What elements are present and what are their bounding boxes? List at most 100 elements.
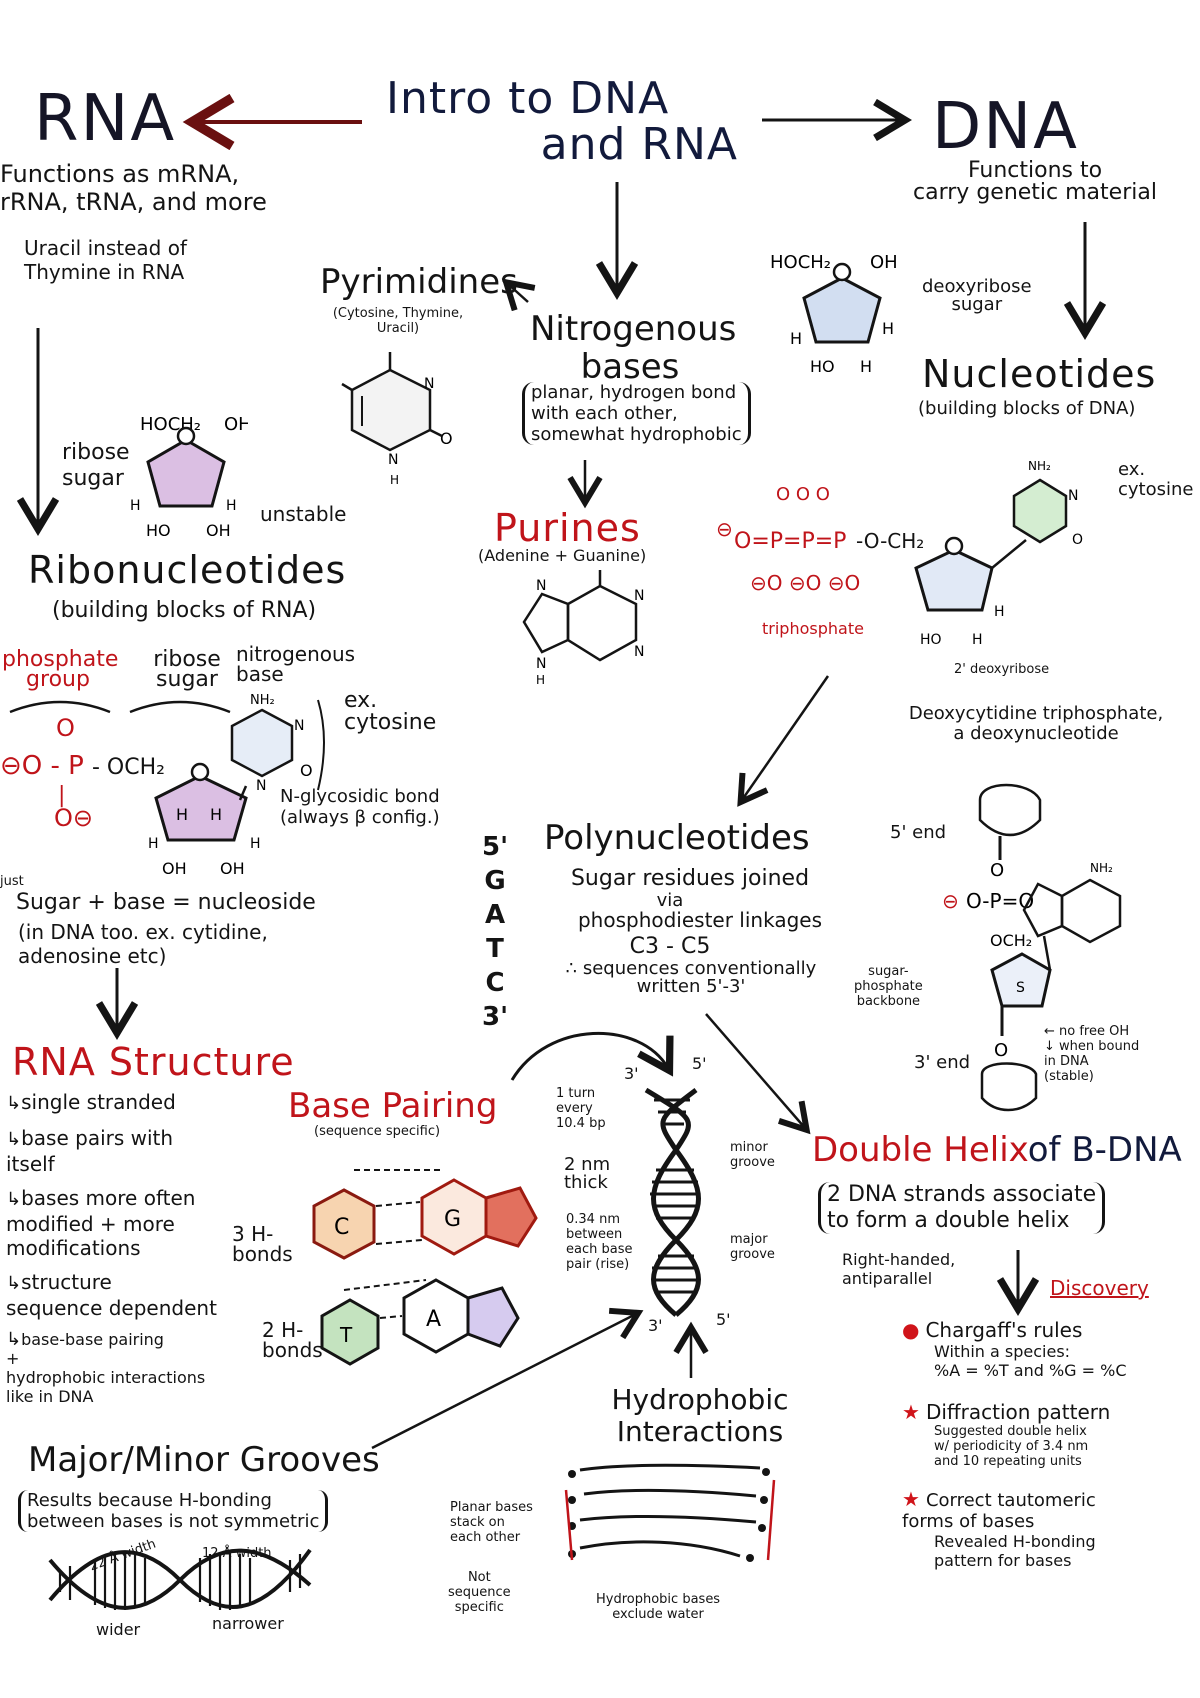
unstable-note: unstable <box>260 502 347 526</box>
nucleoside-note: (in DNA too. ex. cytidine, adenosine etc… <box>18 920 268 968</box>
discovery-label: Discovery <box>1050 1276 1149 1300</box>
svg-text:N: N <box>634 588 644 604</box>
purines-examples: (Adenine + Guanine) <box>478 546 647 565</box>
sequence-item: A <box>484 900 506 930</box>
discovery-title: Diffraction pattern <box>925 1400 1111 1424</box>
page-title-line1: Intro to DNA <box>386 73 670 124</box>
five-end-label: 5' end <box>890 822 947 843</box>
helix-end-top-left: 3' <box>624 1064 639 1083</box>
base-stacking-diagram <box>564 1463 776 1562</box>
ribonucleotides-subtitle: (building blocks of RNA) <box>52 598 317 623</box>
planar-stack-note: Planar bases stack on each other <box>450 1500 533 1545</box>
base-c: C <box>334 1215 349 1240</box>
svg-text:NH₂: NH₂ <box>250 693 275 708</box>
helix-end-top-right: 5' <box>692 1054 707 1073</box>
svg-text:N: N <box>536 656 546 672</box>
svg-text:⊖O - P: ⊖O - P <box>0 751 84 781</box>
svg-text:N: N <box>634 644 644 660</box>
nitrogenous-bases-heading: Nitrogenous bases <box>530 309 737 387</box>
purine-ring-diagram: N N N N H <box>522 570 644 687</box>
page-title-line2: and RNA <box>540 119 738 170</box>
ribose-ring-diagram: HOCH₂ OH H H HO OH <box>130 414 248 540</box>
deoxyribose-2prime-label: 2' deoxyribose <box>954 662 1050 677</box>
svg-text:H: H <box>790 329 802 348</box>
sequence-5to3: 5' G A T C 3' <box>482 830 508 1034</box>
svg-text:O: O <box>994 1040 1008 1061</box>
rna-structure-point: base-base pairing + hydrophobic interact… <box>6 1330 246 1406</box>
sugar-phosphate-backbone-diagram: O ⊖ O-P=O OCH₂ S O NH₂ <box>942 783 1122 1112</box>
nucleoside-rule: Sugar + base = nucleoside <box>16 890 316 915</box>
pyrimidines-examples: (Cytosine, Thymine, Uracil) <box>332 306 464 336</box>
svg-text:H: H <box>130 498 141 514</box>
svg-text:O: O <box>440 429 453 448</box>
svg-text:O: O <box>56 714 75 742</box>
dna-functions: Functions to carry genetic material <box>913 158 1157 205</box>
polynucleotides-line4: C3 - C5 <box>629 934 711 959</box>
nucleotides-heading: Nucleotides <box>922 352 1157 396</box>
svg-text:⊖: ⊖ <box>942 889 959 913</box>
base-g: G <box>444 1207 461 1232</box>
exclude-water-note: Hydrophobic bases exclude water <box>596 1592 721 1622</box>
svg-text:O: O <box>1072 532 1083 548</box>
triphosphate-label: triphosphate <box>762 619 864 638</box>
svg-text:OH: OH <box>220 859 245 878</box>
page-title: Intro to DNA and RNA <box>382 76 762 168</box>
svg-text:HO: HO <box>920 632 942 648</box>
gc-bonds-label: 3 H- bonds <box>232 1222 293 1266</box>
discovery-item: ●Chargaff's rules Within a species: %A =… <box>902 1318 1198 1380</box>
major-groove-label: major groove <box>730 1232 775 1262</box>
svg-text:O: O <box>990 860 1004 881</box>
helix-turn-fact: 1 turn every 10.4 bp <box>556 1086 606 1131</box>
double-helix-heading-navy: of B-DNA <box>1027 1130 1182 1170</box>
rna-structure-point: structure sequence dependent <box>6 1270 246 1320</box>
svg-text:NH₂: NH₂ <box>1090 861 1113 875</box>
bullet-icon: ● <box>902 1318 920 1342</box>
svg-text:-O-CH₂: -O-CH₂ <box>856 529 924 553</box>
ribonucleotide-structure: O ⊖O - P - OCH₂ | O⊖ H H H H OH OH NH₂ N… <box>0 693 325 878</box>
narrower-label: narrower <box>212 1614 284 1633</box>
double-helix-description: 2 DNA strands associate to form a double… <box>818 1182 1106 1234</box>
polynucleotides-line1: Sugar residues joined <box>570 866 810 891</box>
star-icon: ★ <box>902 1487 920 1511</box>
svg-text:O-P=O: O-P=O <box>966 889 1034 913</box>
rna-heading: RNA <box>34 82 177 156</box>
sequence-item: 3' <box>482 1002 509 1032</box>
sequence-item: G <box>484 866 506 896</box>
discovery-item: ★Diffraction pattern Suggested double he… <box>902 1400 1198 1469</box>
svg-text:H: H <box>390 473 399 487</box>
polynucleotides-line2: via <box>656 890 684 911</box>
svg-text:H: H <box>972 632 983 648</box>
svg-text:OH: OH <box>206 521 231 540</box>
svg-text:O⊖: O⊖ <box>54 804 93 832</box>
nitrogenous-bases-description: planar, hydrogen bond with each other, s… <box>522 382 751 445</box>
nucleotides-subtitle: (building blocks of DNA) <box>918 398 1136 419</box>
helix-spacing-fact: 0.34 nm between each base pair (rise) <box>566 1212 633 1272</box>
svg-text:H: H <box>176 805 188 824</box>
pyrimidines-heading: Pyrimidines <box>320 262 518 302</box>
double-helix-heading-red: Double Helix <box>812 1130 1028 1170</box>
svg-text:N: N <box>294 718 304 734</box>
svg-text:OCH₂: OCH₂ <box>990 931 1032 950</box>
double-helix-heading: Double Helixof B-DNA <box>812 1130 1182 1170</box>
discovery-list: ●Chargaff's rules Within a species: %A =… <box>902 1318 1198 1590</box>
svg-text:H: H <box>250 836 261 852</box>
svg-text:N: N <box>388 452 398 468</box>
svg-text:H: H <box>860 357 872 376</box>
sequence-item: 5' <box>482 832 509 862</box>
svg-text:N: N <box>1068 488 1078 504</box>
rna-structure-point: single stranded <box>6 1090 246 1116</box>
minor-groove-label: minor groove <box>730 1140 775 1170</box>
base-t: T <box>339 1323 353 1347</box>
three-end-label: 3' end <box>914 1052 971 1073</box>
discovery-item: ★Correct tautomeric forms of bases Revea… <box>902 1487 1198 1571</box>
svg-text:OH: OH <box>870 252 898 273</box>
helix-end-bottom-right: 5' <box>716 1310 731 1329</box>
svg-text:⊖O ⊖O ⊖O: ⊖O ⊖O ⊖O <box>750 571 860 595</box>
svg-text:HO: HO <box>810 357 835 376</box>
svg-text:|: | <box>58 783 65 808</box>
star-icon: ★ <box>902 1400 920 1424</box>
helix-thickness-fact: 2 nm thick <box>564 1154 611 1193</box>
component-base: nitrogenous base <box>236 642 356 686</box>
discovery-title: Correct tautomeric forms of bases <box>902 1490 1096 1532</box>
helix-end-bottom-left: 3' <box>648 1316 663 1335</box>
